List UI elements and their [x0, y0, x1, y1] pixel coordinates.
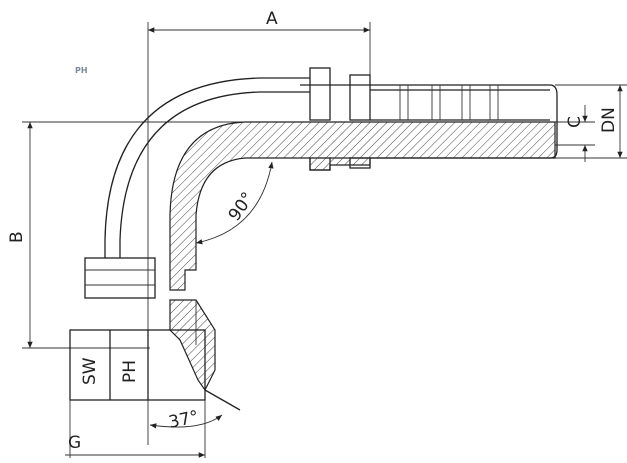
dimension-c: C [555, 105, 595, 162]
label-ph: PH [120, 360, 140, 383]
label-c: C [565, 116, 585, 128]
label-90: 90° [225, 189, 259, 225]
label-b: B [7, 231, 27, 243]
elbow-body [104, 77, 556, 411]
label-37: 37° [167, 407, 201, 433]
label-dn: DN [599, 107, 619, 133]
brand-logo: PH [75, 66, 88, 75]
dimension-g: G [65, 400, 206, 458]
angle-37: 37° [149, 407, 223, 433]
label-g: G [68, 433, 81, 453]
dimension-b: B [7, 121, 245, 349]
label-sw: SW [80, 357, 100, 385]
dimension-dn: DN [555, 84, 627, 159]
swivel-nut: SW PH [69, 257, 206, 401]
label-a: A [266, 9, 278, 29]
